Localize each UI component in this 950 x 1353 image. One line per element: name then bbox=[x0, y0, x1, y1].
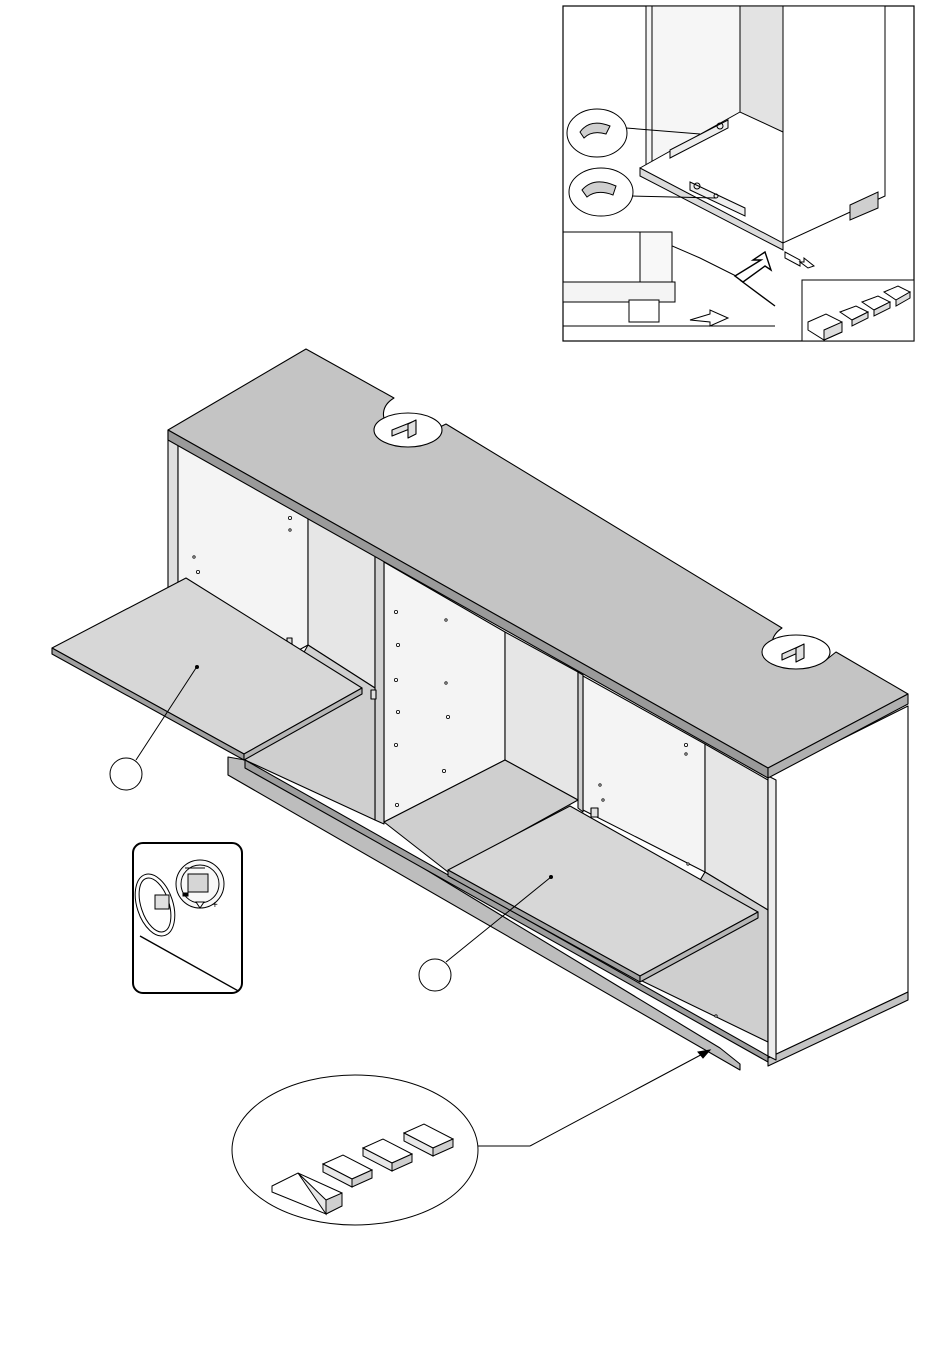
left-door-callout-circle bbox=[110, 758, 142, 790]
right-end-front-edge bbox=[768, 776, 776, 1060]
top-detail-inset bbox=[563, 6, 914, 341]
shims-detail-bubble bbox=[232, 1050, 710, 1225]
hinge-plus-sign: + bbox=[212, 900, 218, 911]
divider-right bbox=[578, 672, 583, 812]
hinge-adjustment-inset: + bbox=[128, 843, 242, 993]
shims-leader-line bbox=[530, 1050, 710, 1146]
right-door-callout-circle bbox=[419, 959, 451, 991]
